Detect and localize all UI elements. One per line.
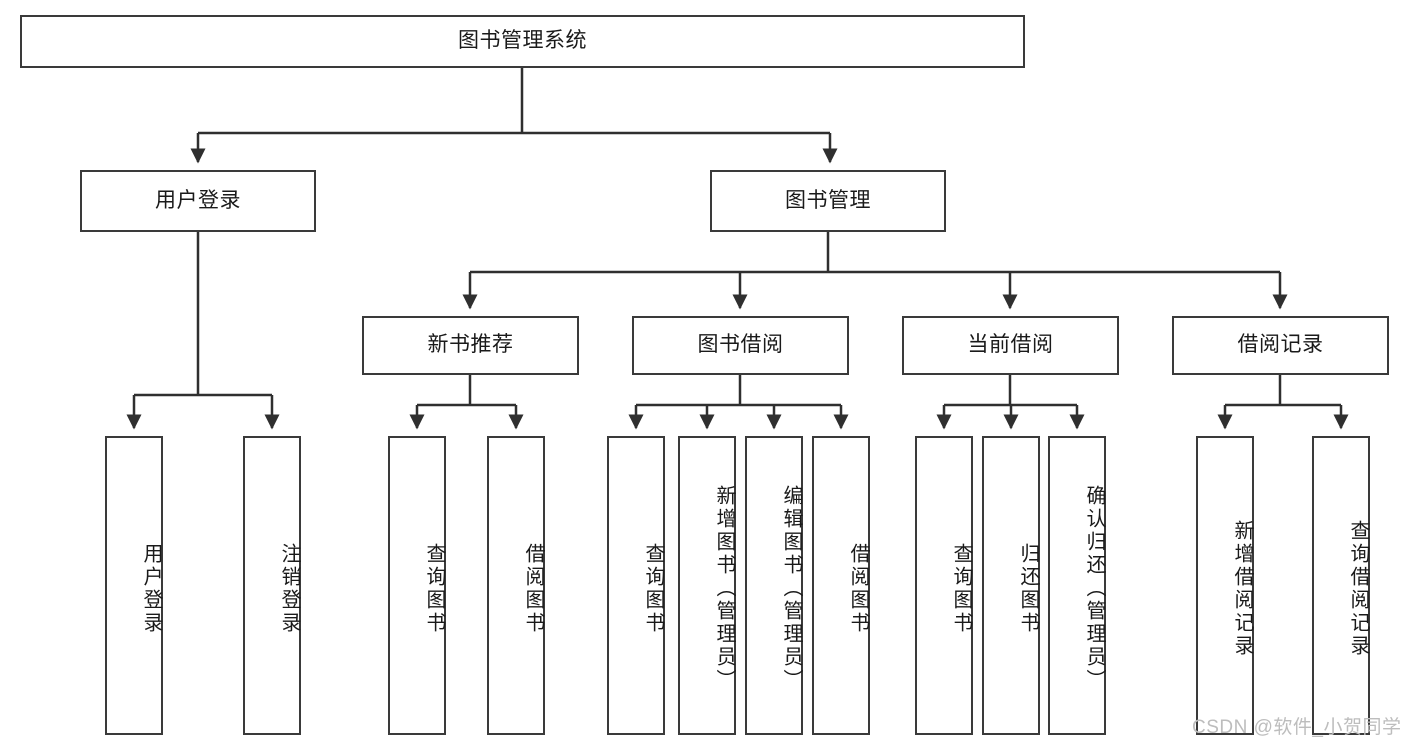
- node-borrow-record[interactable]: 借阅记录: [1172, 316, 1389, 375]
- csdn-watermark: CSDN @软件_小贺同学: [1192, 717, 1402, 738]
- node-new-book-recommend[interactable]: 新书推荐: [362, 316, 579, 375]
- node-borrow-record-label: 借阅记录: [1237, 333, 1324, 357]
- leaf-query-borrow-record[interactable]: 查询借阅记录: [1312, 436, 1370, 735]
- leaf-label: 借阅图书: [847, 542, 869, 635]
- node-root-label: 图书管理系统: [458, 29, 587, 53]
- leaf-label: 借阅图书: [522, 542, 544, 635]
- node-book-management-label: 图书管理: [785, 188, 871, 212]
- leaf-user-login[interactable]: 用户登录: [105, 436, 163, 735]
- leaf-label: 查询借阅记录: [1347, 519, 1369, 658]
- node-user-login[interactable]: 用户登录: [80, 170, 316, 232]
- leaf-borrow-book-recommend[interactable]: 借阅图书: [487, 436, 545, 735]
- node-current-borrow[interactable]: 当前借阅: [902, 316, 1119, 375]
- leaf-query-book-recommend[interactable]: 查询图书: [388, 436, 446, 735]
- leaf-logout[interactable]: 注销登录: [243, 436, 301, 735]
- leaf-query-book-current[interactable]: 查询图书: [915, 436, 973, 735]
- leaf-label: 新增图书（管理员）: [713, 485, 735, 692]
- leaf-label: 注销登录: [278, 542, 300, 635]
- leaf-label: 归还图书: [1017, 542, 1039, 635]
- node-root[interactable]: 图书管理系统: [20, 15, 1025, 68]
- leaf-edit-book-admin[interactable]: 编辑图书（管理员）: [745, 436, 803, 735]
- node-book-borrow-label: 图书借阅: [697, 333, 784, 357]
- leaf-query-book-borrow[interactable]: 查询图书: [607, 436, 665, 735]
- node-user-login-label: 用户登录: [155, 188, 241, 212]
- node-book-borrow[interactable]: 图书借阅: [632, 316, 849, 375]
- leaf-label: 查询图书: [423, 542, 445, 635]
- leaf-return-book[interactable]: 归还图书: [982, 436, 1040, 735]
- leaf-label: 新增借阅记录: [1231, 519, 1253, 658]
- node-new-book-recommend-label: 新书推荐: [427, 333, 514, 357]
- leaf-borrow-book[interactable]: 借阅图书: [812, 436, 870, 735]
- node-book-management[interactable]: 图书管理: [710, 170, 946, 232]
- leaf-label: 查询图书: [642, 542, 664, 635]
- leaf-confirm-return-admin[interactable]: 确认归还（管理员）: [1048, 436, 1106, 735]
- leaf-add-borrow-record[interactable]: 新增借阅记录: [1196, 436, 1254, 735]
- leaf-label: 查询图书: [950, 542, 972, 635]
- leaf-add-book-admin[interactable]: 新增图书（管理员）: [678, 436, 736, 735]
- leaf-label: 用户登录: [140, 542, 162, 635]
- node-current-borrow-label: 当前借阅: [967, 333, 1054, 357]
- leaf-label: 编辑图书（管理员）: [780, 485, 802, 692]
- leaf-label: 确认归还（管理员）: [1083, 485, 1105, 692]
